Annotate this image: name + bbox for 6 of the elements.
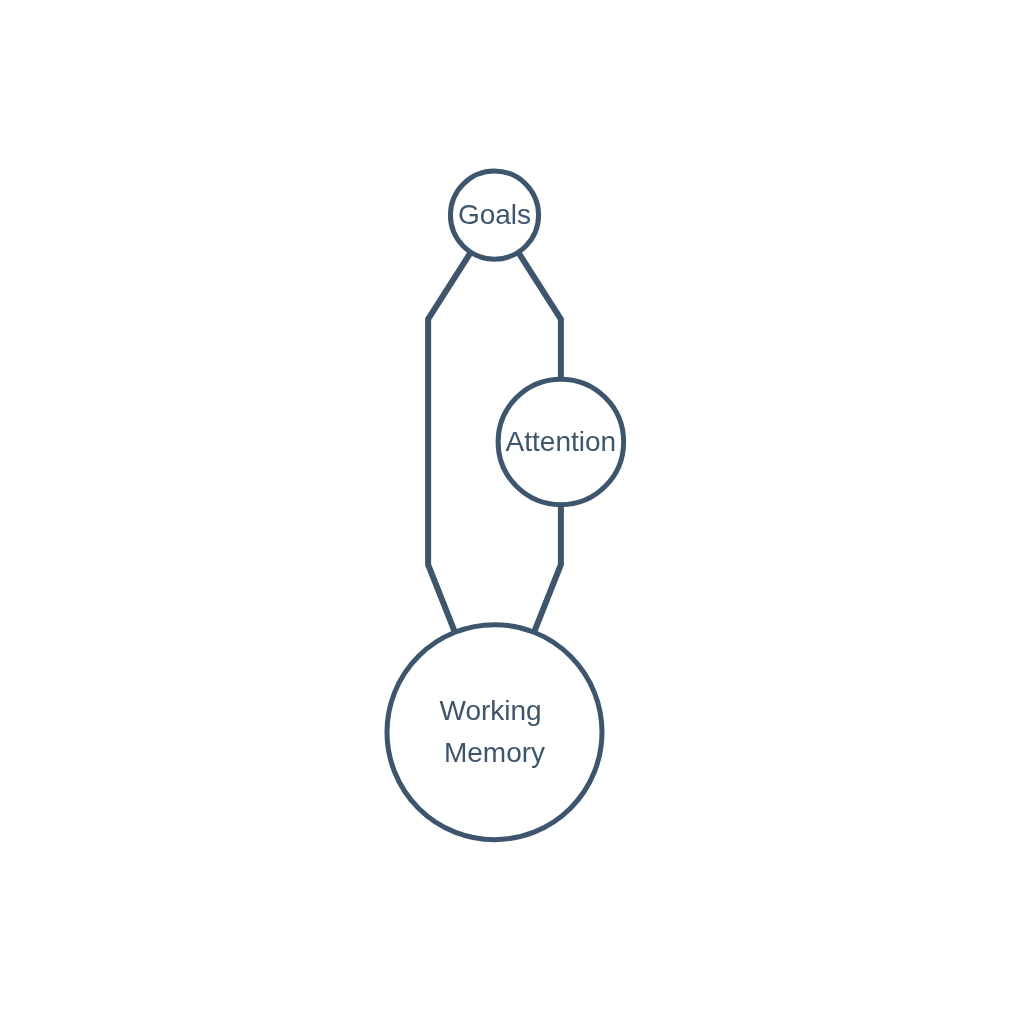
connector xyxy=(424,250,473,633)
node-circle: Working Memory xyxy=(384,621,605,842)
node-circle: Goals xyxy=(447,168,541,262)
node-circle: Attention xyxy=(495,376,626,507)
connector xyxy=(531,504,564,633)
connector xyxy=(515,250,564,379)
